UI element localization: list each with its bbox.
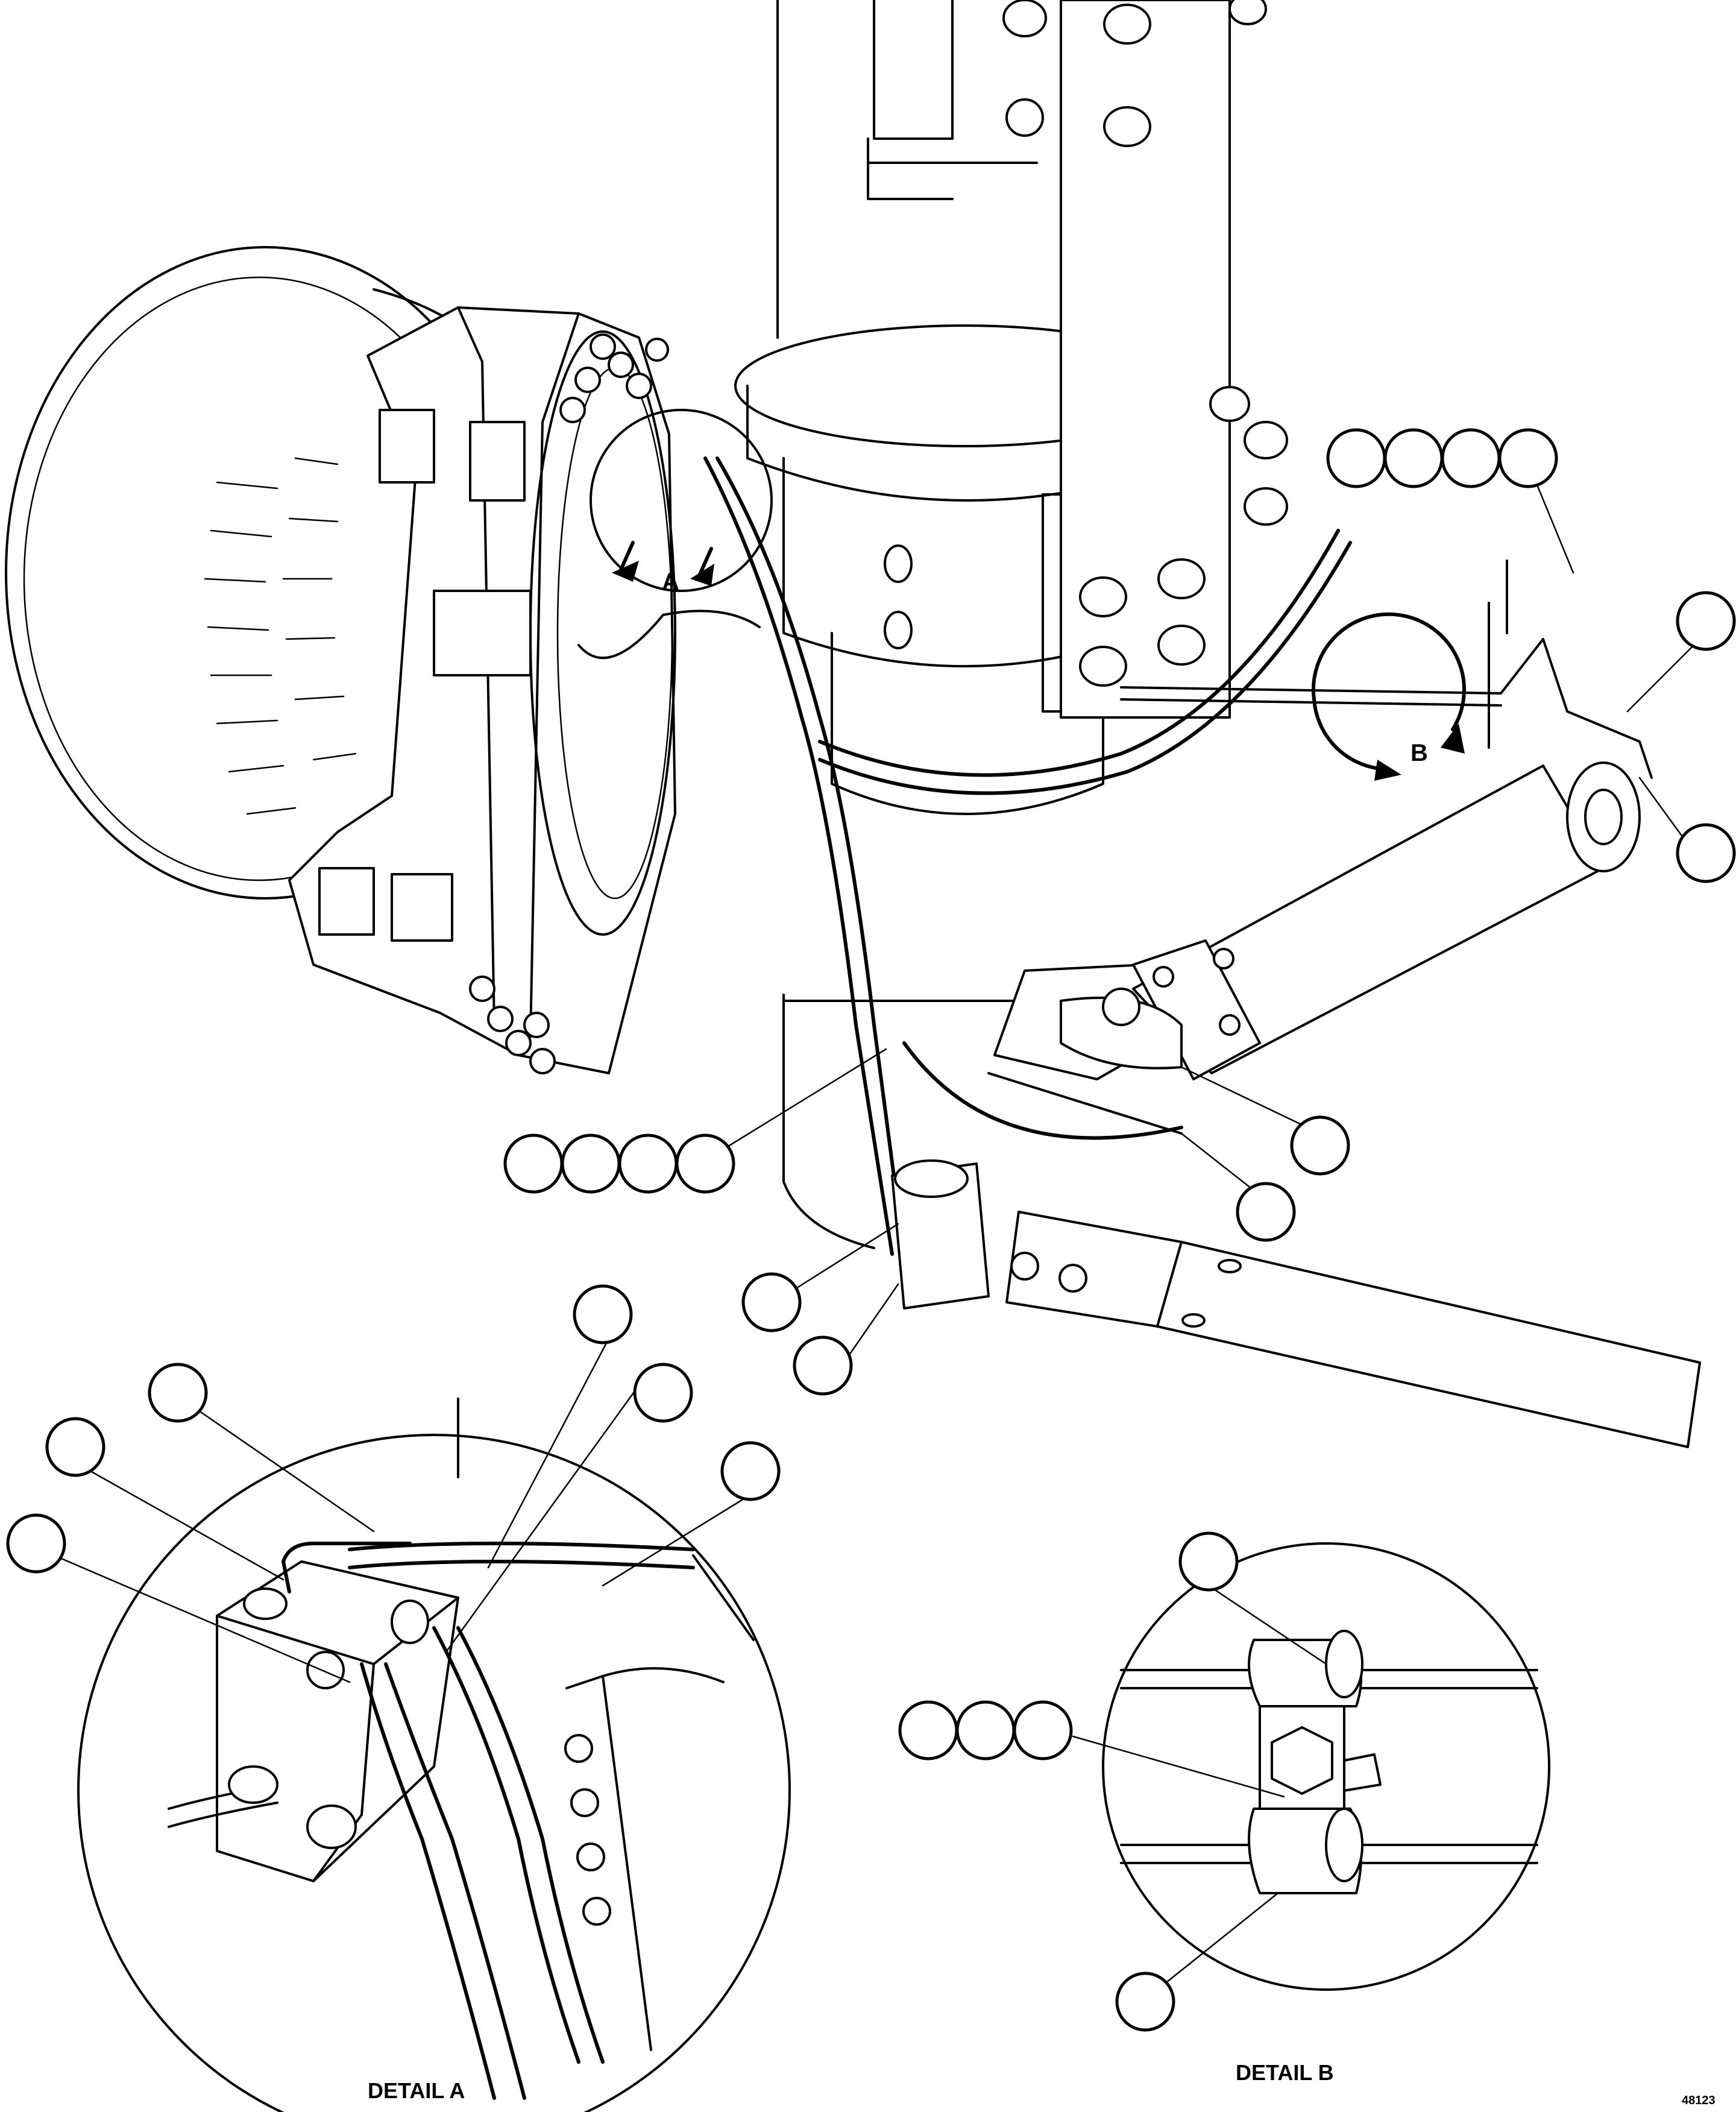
detail-b-view: DETAIL B [1102,1542,1550,2085]
callout-bubble [148,1363,208,1423]
callout-bubble [793,1335,853,1396]
hydraulic-lines [577,456,1653,1256]
callout-bubble [1498,428,1558,488]
callout-bubble [1236,1182,1296,1242]
callout-bubble [1290,1115,1350,1176]
callout-leaders [53,469,1707,1991]
actuator-cylinder [1060,761,1641,1080]
callout-bubble [955,1700,1016,1761]
callout-bubble [898,1700,958,1761]
detail-a-marker-label: A [662,569,679,595]
callout-bubble [618,1133,678,1194]
callout-bubbles [6,428,1736,2032]
detail-markers: A B [590,409,1466,781]
strut-bolts [884,0,1288,687]
detail-b-caption: DETAIL B [1236,2060,1334,2085]
detail-a-view: DETAIL A [77,1398,791,2112]
detail-b-marker-label: B [1410,740,1428,766]
callout-bubble [1178,1531,1239,1592]
callout-bubble [675,1133,735,1194]
callout-bubble [1013,1700,1073,1761]
callout-bubble [1441,428,1501,488]
callout-bubble [45,1417,105,1477]
callout-bubble [573,1284,633,1344]
callout-bubble [1676,823,1736,883]
callout-bubble [503,1133,564,1194]
drag-brace [891,1159,1701,1448]
sheet-id: 48123 [1682,2094,1716,2107]
callout-bubble [720,1441,781,1501]
callout-bubble [6,1513,66,1574]
callout-bubble [633,1363,693,1423]
callout-bubble [1115,1972,1175,2032]
brake-bolts [469,333,669,1074]
callout-bubble [1326,428,1386,488]
wheel-brake-assembly [5,246,676,1074]
callout-bubble [741,1272,802,1332]
callout-bubble [1383,428,1444,488]
callout-bubble [1676,591,1736,651]
detail-a-caption: DETAIL A [368,2078,465,2103]
callout-bubble [561,1133,621,1194]
